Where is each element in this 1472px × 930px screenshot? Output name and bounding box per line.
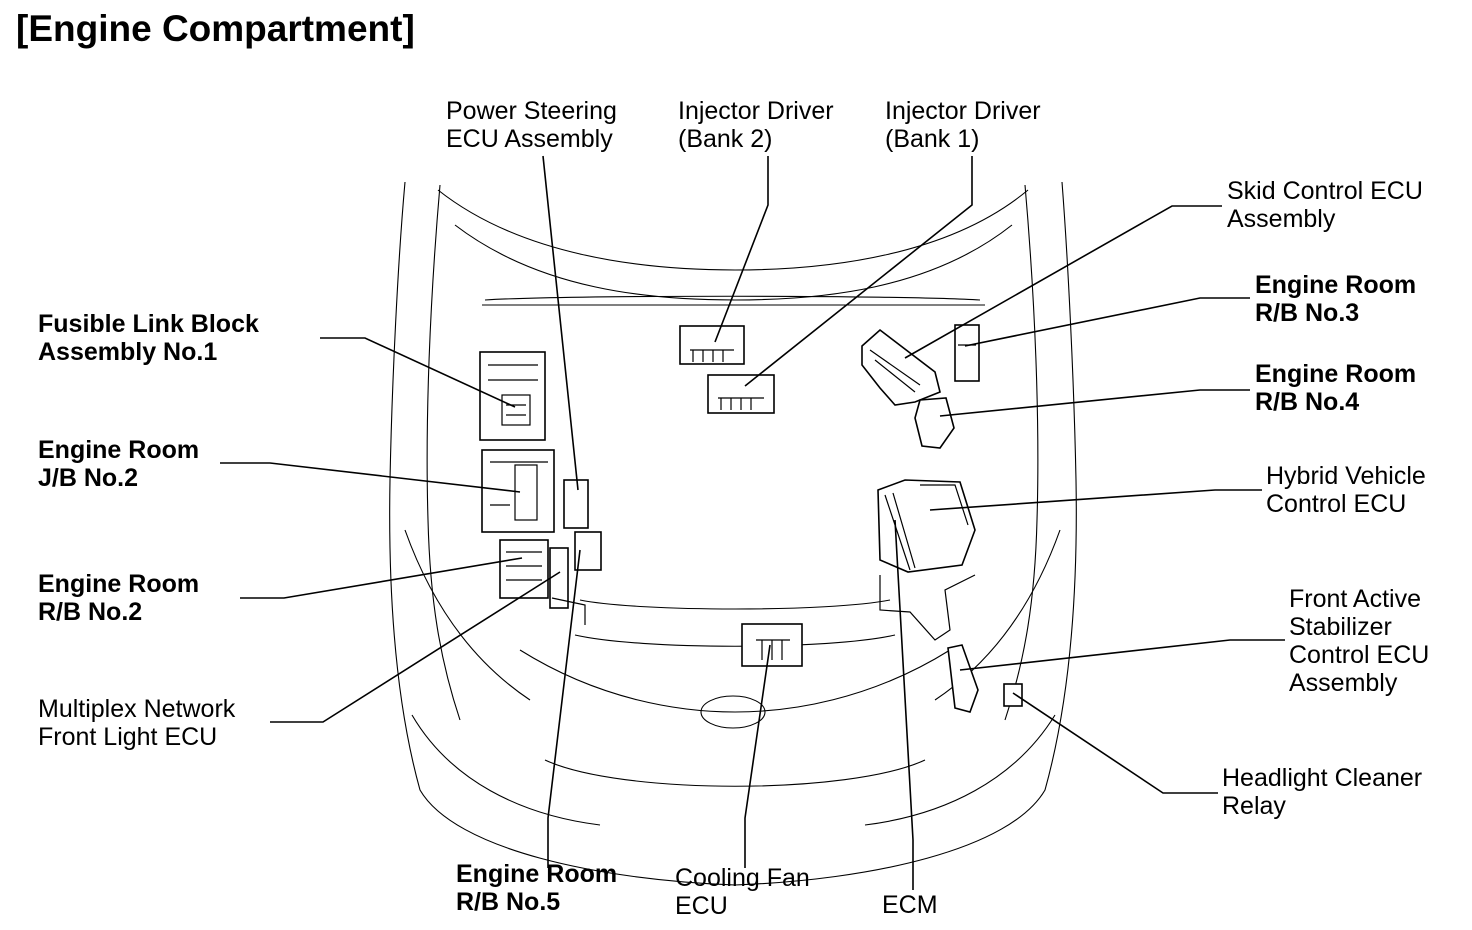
leader-cooling-fan (744, 644, 771, 868)
car-outline (389, 181, 1077, 886)
engine-room-rb3-part (954, 324, 980, 382)
engine-room-rb2-part (499, 539, 549, 599)
leader-ecm (894, 519, 914, 890)
leader-front-active (959, 639, 1285, 671)
engine-room-rb4-part (914, 397, 955, 449)
leader-multiplex (270, 571, 561, 723)
leader-lines (220, 155, 1285, 890)
leader-hybrid-ecu (929, 489, 1262, 511)
label-injector-driver-bank2: Injector Driver(Bank 2) (678, 97, 834, 153)
power-steering-ecu-part (563, 479, 589, 529)
leader-er-rb4 (939, 389, 1250, 417)
injector-driver-bank1-part (707, 374, 775, 414)
hybrid-vehicle-ecu-part (877, 479, 976, 641)
label-injector-driver-bank1: Injector Driver(Bank 1) (885, 97, 1041, 153)
page-title: [Engine Compartment] (16, 8, 415, 49)
leader-injector-bank2 (714, 156, 769, 343)
leader-er-jb2 (220, 462, 521, 493)
leader-headlight-cleaner (1012, 692, 1218, 794)
front-active-stabilizer-ecu-part (947, 644, 979, 713)
leader-er-rb3 (964, 297, 1250, 347)
leader-skid-control (904, 205, 1222, 359)
leader-fusible-link (320, 337, 516, 408)
injector-driver-bank2-part (679, 325, 745, 365)
leader-power-steering (542, 155, 579, 491)
leader-er-rb2 (240, 557, 523, 599)
leader-er-rb5 (547, 549, 581, 868)
cooling-fan-ecu-part (741, 623, 803, 667)
leader-injector-bank1 (744, 156, 973, 387)
skid-control-ecu-part (861, 328, 941, 406)
label-ecm: ECM (882, 891, 938, 919)
headlight-cleaner-relay-part (1003, 683, 1023, 707)
